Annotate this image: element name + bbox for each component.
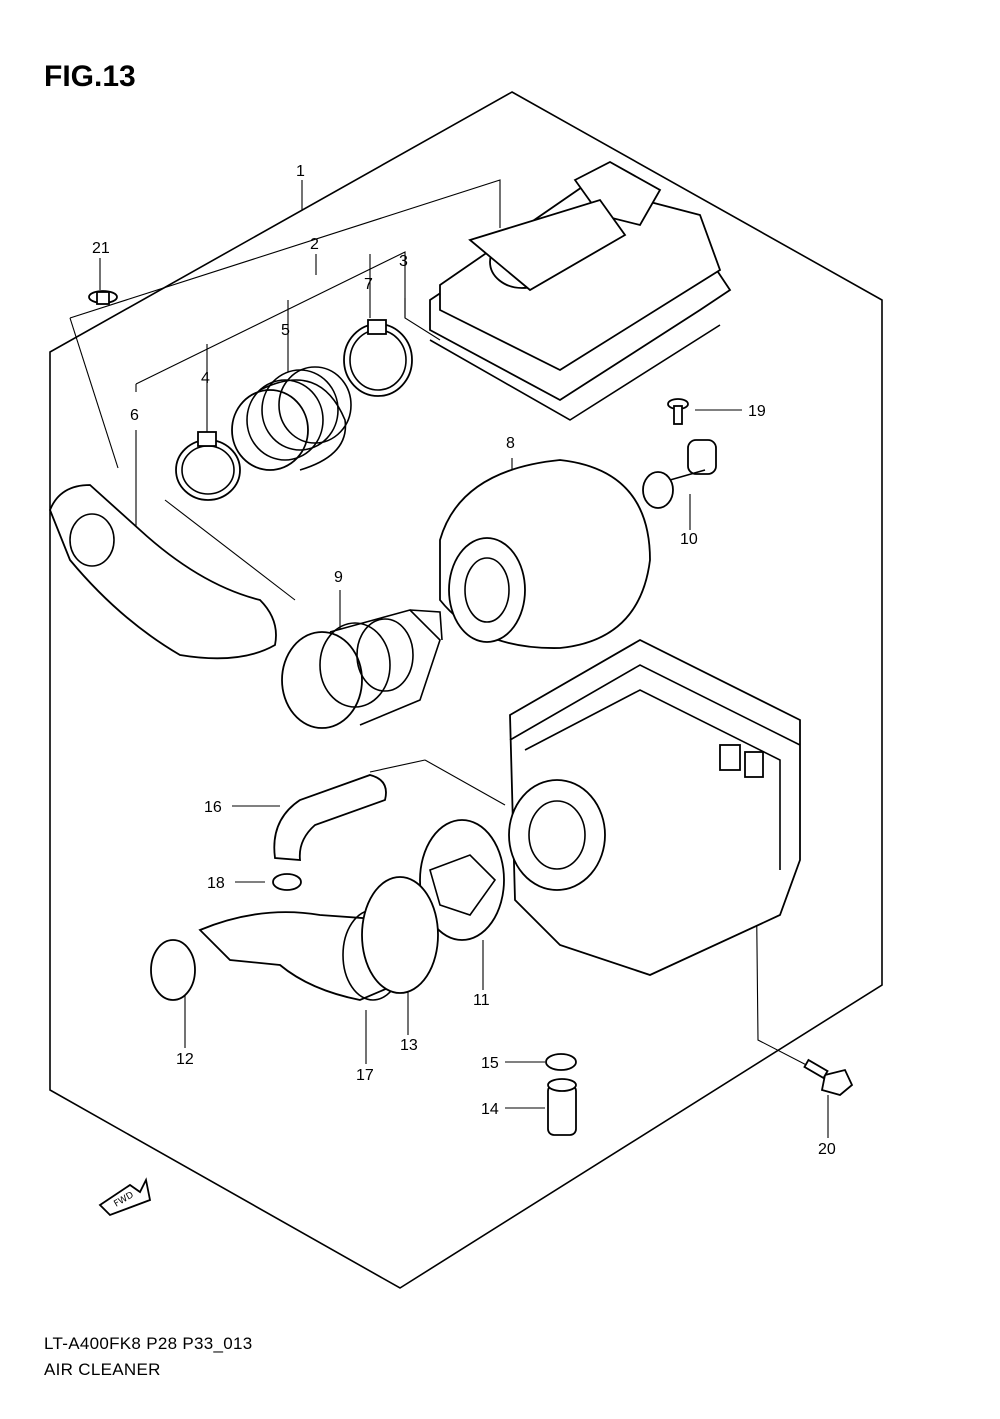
callout-3: 3 — [399, 253, 408, 270]
callout-18: 18 — [207, 875, 225, 892]
callout-8: 8 — [506, 435, 515, 452]
callout-labels: 1 2 3 4 5 6 7 8 9 10 11 12 13 14 15 16 1… — [92, 163, 836, 1158]
callout-13: 13 — [400, 1037, 418, 1054]
filter-element — [439, 459, 651, 649]
callout-19: 19 — [748, 403, 766, 420]
inlet-duct — [49, 484, 277, 660]
drain-hose-16 — [273, 774, 387, 861]
callout-5: 5 — [281, 322, 290, 339]
clamp-4 — [175, 431, 241, 501]
assembly-boundary — [49, 91, 883, 1289]
callout-17: 17 — [356, 1067, 374, 1084]
callout-12: 12 — [176, 1051, 194, 1068]
screw-19 — [667, 398, 689, 425]
fwd-arrow-icon: FWD — [98, 1177, 152, 1217]
callout-10: 10 — [680, 531, 698, 548]
bolt-20 — [803, 1058, 854, 1096]
bellows-hose — [231, 366, 352, 471]
callout-9: 9 — [334, 569, 343, 586]
filter-cage — [281, 609, 443, 729]
clamp-13 — [361, 876, 439, 994]
clamp-7 — [343, 319, 413, 397]
callout-14: 14 — [481, 1101, 499, 1118]
callout-11: 11 — [473, 992, 490, 1009]
air-cleaner-cap — [429, 160, 732, 421]
section-name: AIR CLEANER — [44, 1360, 161, 1379]
model-code: LT-A400FK8 P28 P33_013 — [44, 1334, 253, 1353]
callout-2: 2 — [310, 236, 319, 253]
air-cleaner-case — [508, 638, 801, 976]
callout-15: 15 — [481, 1055, 499, 1072]
clamp-12 — [150, 939, 196, 1001]
callout-20: 20 — [818, 1141, 836, 1158]
callout-6: 6 — [130, 407, 139, 424]
clip-10 — [642, 439, 717, 509]
grommet-21 — [88, 290, 118, 305]
plug-14 — [547, 1078, 577, 1136]
clamp-18 — [272, 873, 302, 891]
callout-21: 21 — [92, 240, 110, 257]
callout-7: 7 — [364, 276, 373, 293]
callout-16: 16 — [204, 799, 222, 816]
callout-1: 1 — [296, 163, 305, 180]
clamp-15 — [545, 1053, 577, 1071]
figure-title: FIG.13 — [44, 60, 136, 93]
callout-4: 4 — [201, 370, 210, 387]
screen-11 — [419, 819, 505, 941]
